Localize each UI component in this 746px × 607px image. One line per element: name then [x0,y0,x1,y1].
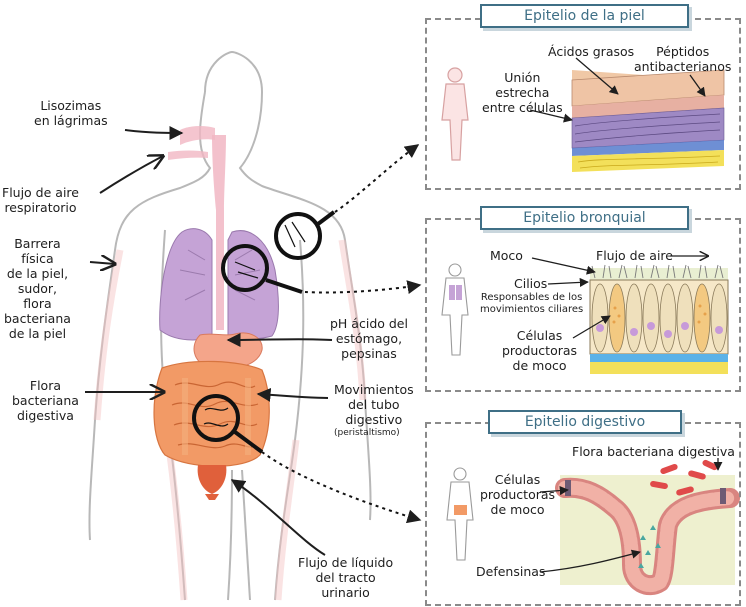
label-responsables-movimientos: Responsables de los movimientos ciliares [480,292,584,315]
label-flora-bacteriana-digestiva: Flora bacteriana digestiva [572,444,735,459]
label-cilios: Cilios [514,276,548,291]
label-peristaltismo: (peristaltismo) [334,428,400,438]
arrow-lisozimas [124,125,184,140]
connector-skin [334,144,420,213]
magnifier-digestive [192,394,264,454]
connector-digestive [261,451,422,524]
panel-title-bronchial: Epitelio bronquial [480,206,689,230]
label-flujo-aire: Flujo de aire [596,248,673,263]
magnifier-skin [274,210,336,260]
arrow-ph [226,332,333,347]
label-celulas-moco-digestivo: Células productoras de moco [480,472,556,517]
digestive-epithelium-art [446,458,740,596]
label-flujo-liquido: Flujo de líquido del tracto urinario [298,555,394,600]
connector-bronchial [304,280,422,294]
label-acidos-grasos: Ácidos grasos [548,44,635,59]
arrow-urinario [230,479,326,556]
panel-title-digestive: Epitelio digestivo [488,410,682,434]
trachea [212,135,226,330]
skin-epithelium-art [441,57,725,172]
label-flujo-aire-respiratorio: Flujo de aire respiratorio [2,185,79,215]
label-union-estrecha: Unión estrecha entre células [482,70,563,115]
label-barrera-fisica: Barrera física de la piel, sudor, flora … [4,236,71,341]
label-ph-acido: pH ácido del estómago, pepsinas [330,316,408,361]
panel-title-skin: Epitelio de la piel [480,4,689,28]
label-moco: Moco [490,248,523,263]
arrow-barrera [89,262,115,264]
label-flora-digestiva: Flora bacteriana digestiva [12,378,79,423]
label-defensinas: Defensinas [476,564,546,579]
arrow-aire [99,156,163,194]
magnifier-bronchial [221,244,303,294]
intestines [153,360,270,467]
label-lisozimas: Lisozimas en lágrimas [34,98,108,128]
left-lung [159,228,213,341]
arrow-movimientos [256,387,329,402]
bladder [197,465,227,494]
digestive-mini-person [446,467,474,561]
label-peptidos: Péptidos antibacterianos [634,44,732,74]
label-celulas-moco-bronquial: Células productoras de moco [502,328,578,373]
label-movimientos: Movimientos del tubo digestivo [334,382,414,427]
skin-mini-person [441,67,469,161]
bronchial-epithelium-art [441,256,729,374]
